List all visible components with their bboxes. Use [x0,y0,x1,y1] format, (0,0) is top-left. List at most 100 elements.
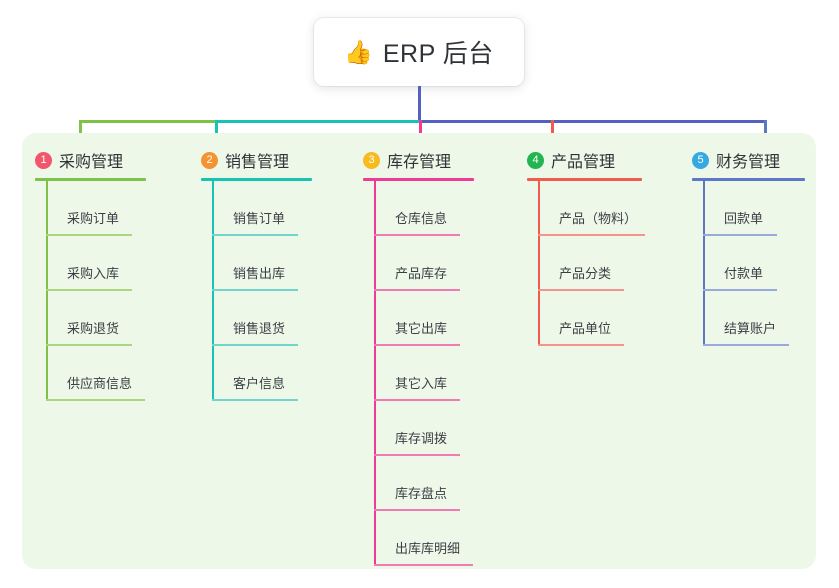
branch-item[interactable]: 其它入库 [374,346,508,401]
branch-item-rule [703,289,777,291]
branch-item[interactable]: 库存调拨 [374,401,508,456]
branch-item-label: 结算账户 [724,321,777,336]
branch-item-label: 库存盘点 [395,486,448,501]
branch-item[interactable]: 出库库明细 [374,511,508,566]
branch-item[interactable]: 产品分类 [538,236,672,291]
branch-item-rule [46,344,132,346]
branch-item-label: 产品单位 [559,321,612,336]
branch-header-3[interactable]: 3 库存管理 [363,147,508,173]
branch-spine-4 [538,181,540,346]
branch-header-4[interactable]: 4 产品管理 [527,147,672,173]
branch-item-label: 采购入库 [67,266,120,281]
branch-item-label: 采购订单 [67,211,120,226]
branch-item[interactable]: 销售出库 [212,236,346,291]
branch-item-label: 其它出库 [395,321,448,336]
segment-blue [419,120,766,123]
branch-item-label: 产品分类 [559,266,612,281]
branch-items-4: 产品（物料） 产品分类产品单位 [538,181,672,346]
branch-item-label: 采购退货 [67,321,120,336]
thumbs-up-emoji: 👍 [344,38,373,65]
branch-items-5: 回款单付款单结算账户 [703,181,837,346]
branch-items-2: 销售订单销售出库销售退货客户信息 [212,181,346,401]
branch-item-label: 销售退货 [233,321,286,336]
branch-header-rule-2 [201,178,312,181]
branch-item-label: 仓库信息 [395,211,448,226]
branch-item-label: 出库库明细 [395,541,461,556]
branch-item-rule [212,289,298,291]
branch-item[interactable]: 供应商信息 [46,346,180,401]
branch-item-rule [212,234,298,236]
branch-item-rule [46,234,132,236]
branch-item-rule [374,454,460,456]
branch-item-label: 客户信息 [233,376,286,391]
branch-column-1: 1 采购管理采购订单采购入库采购退货供应商信息 [35,147,180,401]
branch-header-rule-1 [35,178,146,181]
page-title: ERP 后台 [382,40,494,68]
segment-green [79,120,215,123]
branch-badge-5: 5 [692,151,709,169]
branch-item-label: 库存调拨 [395,431,448,446]
branch-item[interactable]: 采购退货 [46,291,180,346]
branch-header-rule-5 [692,178,805,181]
branch-item[interactable]: 回款单 [703,181,837,236]
branch-item[interactable]: 产品单位 [538,291,672,346]
branch-title-2: 销售管理 [225,154,290,171]
segment-teal [215,120,419,123]
branch-title-4: 产品管理 [551,154,616,171]
branch-item[interactable]: 采购订单 [46,181,180,236]
branch-item-label: 产品（物料） [559,211,638,226]
branch-item[interactable]: 结算账户 [703,291,837,346]
branch-item-label: 付款单 [724,266,764,281]
branch-header-rule-4 [527,178,642,181]
root-title-card[interactable]: 👍 ERP 后台 [314,18,524,86]
branch-column-4: 4 产品管理产品（物料） 产品分类产品单位 [527,147,672,346]
branch-badge-1: 1 [35,151,52,169]
branch-item-rule [374,399,460,401]
branch-item[interactable]: 仓库信息 [374,181,508,236]
branch-title-5: 财务管理 [716,154,781,171]
branch-item-rule [212,399,298,401]
branch-item-label: 销售出库 [233,266,286,281]
branch-item-label: 回款单 [724,211,764,226]
branch-spine-5 [703,181,705,346]
branch-header-1[interactable]: 1 采购管理 [35,147,180,173]
branch-header-5[interactable]: 5 财务管理 [692,147,837,173]
branch-item[interactable]: 付款单 [703,236,837,291]
branch-item-rule [46,289,132,291]
branch-column-5: 5 财务管理回款单付款单结算账户 [692,147,837,346]
branch-spine-2 [212,181,214,401]
branch-item-rule [374,289,460,291]
branch-item[interactable]: 销售退货 [212,291,346,346]
branch-item[interactable]: 库存盘点 [374,456,508,511]
branch-item-rule [212,344,298,346]
branch-badge-3: 3 [363,151,380,169]
branch-spine-1 [46,181,48,401]
branch-title-3: 库存管理 [387,154,452,171]
branch-title-1: 采购管理 [59,154,124,171]
branch-item-label: 其它入库 [395,376,448,391]
branch-item[interactable]: 销售订单 [212,181,346,236]
branch-items-1: 采购订单采购入库采购退货供应商信息 [46,181,180,401]
branch-item-rule [703,344,789,346]
branch-item[interactable]: 产品（物料） [538,181,672,236]
branch-item-rule [374,509,460,511]
branch-item-label: 销售订单 [233,211,286,226]
branch-items-3: 仓库信息产品库存其它出库其它入库库存调拨库存盘点出库库明细 [374,181,508,566]
branch-item-rule [703,234,777,236]
branch-item-rule [538,289,624,291]
branch-header-rule-3 [363,178,474,181]
branch-spine-3 [374,181,376,566]
branch-item[interactable]: 其它出库 [374,291,508,346]
branch-item-rule [374,344,460,346]
trunk-line [418,86,421,120]
branch-item-rule [538,234,645,236]
branch-badge-4: 4 [527,151,544,169]
branch-item[interactable]: 产品库存 [374,236,508,291]
branch-item-rule [46,399,145,401]
branch-item[interactable]: 采购入库 [46,236,180,291]
branch-item[interactable]: 客户信息 [212,346,346,401]
